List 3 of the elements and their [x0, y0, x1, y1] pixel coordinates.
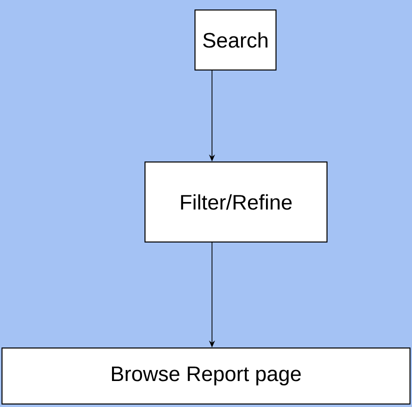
process-box: Filter/Refine — [144, 162, 328, 242]
process-box: Search — [194, 10, 276, 70]
process-box: Browse Report page — [2, 348, 410, 404]
